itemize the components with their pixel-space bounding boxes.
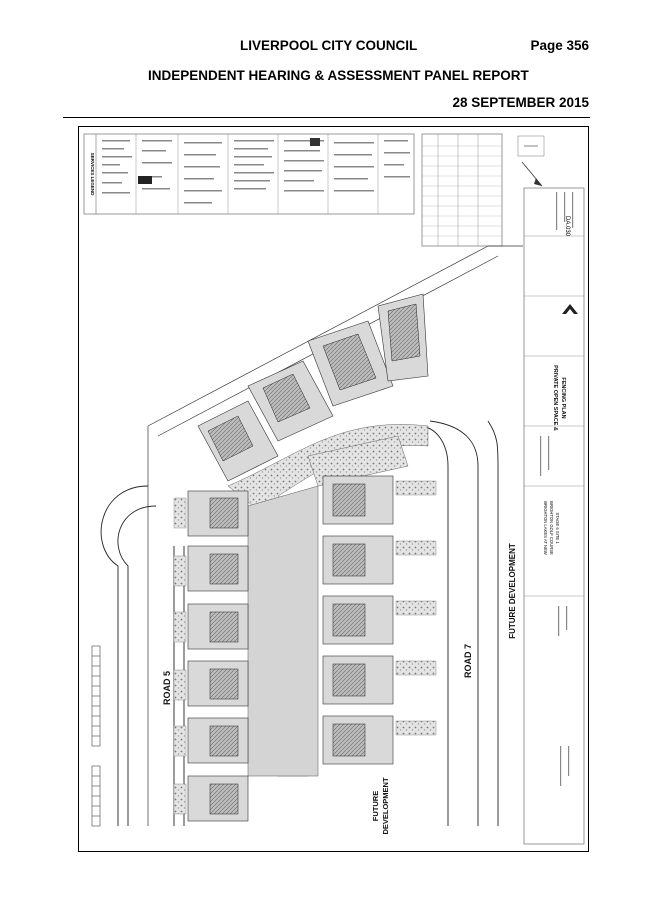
gravel-turnaround [307, 435, 409, 487]
left-dwelling-roofs [209, 497, 239, 815]
architect-logo-icon [562, 304, 578, 314]
drawing-number: DA.030 [564, 216, 570, 237]
landscape-strips [173, 480, 437, 815]
future-development-bottom-label-1: FUTURE [371, 791, 380, 821]
project-line-3: STAGE 6 SITE 1 [555, 512, 560, 544]
legend-title: SERVICES LEGEND [90, 153, 95, 196]
north-arrow-icon [517, 135, 545, 187]
parking-bays [91, 645, 101, 827]
revision-table [421, 133, 503, 247]
drawing-title-1: PRIVATE OPEN SPACE & [552, 365, 558, 431]
project-line-2: BRIGHTON GOLF COURSE [549, 501, 554, 555]
road-5-label: ROAD 5 [162, 671, 172, 705]
header-rule [63, 117, 590, 118]
report-date: 28 SEPTEMBER 2015 [452, 95, 589, 110]
shared-open-space [247, 485, 319, 777]
future-development-bottom-label-2: DEVELOPMENT [381, 777, 390, 835]
council-name: LIVERPOOL CITY COUNCIL [240, 38, 418, 53]
site-plan-drawing: SERVICES LEGEND PRIVATE OPEN SP [78, 126, 589, 852]
road-7-label: ROAD 7 [463, 644, 473, 678]
services-legend: SERVICES LEGEND [83, 133, 415, 215]
report-title: INDEPENDENT HEARING & ASSESSMENT PANEL R… [148, 68, 529, 83]
title-block: PRIVATE OPEN SPACE & FENCING PLAN DA.030… [523, 187, 585, 845]
site-plan-svg: SERVICES LEGEND PRIVATE OPEN SP [78, 126, 589, 852]
future-development-right-label: FUTURE DEVELOPMENT [508, 543, 517, 639]
right-dwelling-roofs [332, 483, 366, 757]
page-number: Page 356 [530, 38, 589, 53]
project-line-1: BRIGHTON LAKES AT NEW [543, 501, 548, 555]
drawing-title-2: FENCING PLAN [560, 377, 566, 418]
upper-dwellings [197, 293, 429, 482]
